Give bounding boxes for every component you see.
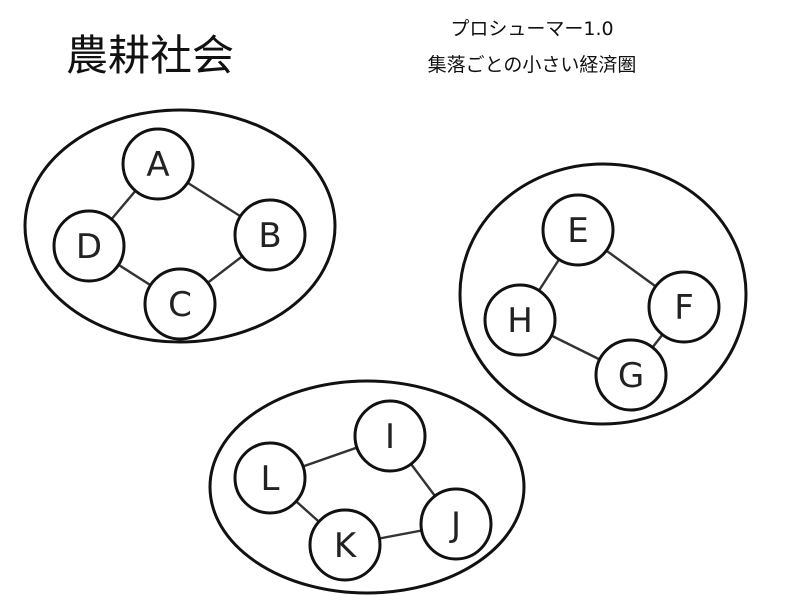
group-1: A B C D: [23, 108, 337, 344]
node-b: B: [233, 198, 307, 272]
node-b-circle: [233, 198, 307, 272]
node-l-label: L: [261, 459, 280, 499]
node-c: C: [143, 267, 217, 341]
node-g: G: [594, 338, 668, 412]
subtitle-line-1: プロシューマー1.0: [450, 18, 613, 40]
node-j-circle: [419, 487, 493, 561]
node-i-label: I: [385, 417, 395, 457]
node-j-label: J: [449, 505, 461, 545]
group-3-boundary: [208, 379, 526, 595]
subtitle-line-2: 集落ごとの小さい経済圏: [428, 54, 637, 76]
node-d-label: D: [76, 227, 102, 267]
node-j: J: [419, 487, 493, 561]
node-a: A: [121, 127, 195, 201]
group-2-boundary: [458, 162, 748, 426]
node-f-circle: [647, 270, 721, 344]
group-1-boundary: [23, 108, 337, 344]
node-f-label: F: [674, 288, 694, 328]
node-h: H: [483, 283, 557, 357]
node-k: K: [308, 508, 382, 582]
node-d: D: [52, 209, 126, 283]
node-g-circle: [594, 338, 668, 412]
node-i-circle: [353, 399, 427, 473]
node-e-label: E: [567, 211, 588, 251]
node-c-circle: [143, 267, 217, 341]
node-b-label: B: [258, 216, 281, 256]
node-d-circle: [52, 209, 126, 283]
node-a-circle: [121, 127, 195, 201]
node-k-label: K: [334, 526, 358, 566]
node-l: L: [233, 441, 307, 515]
node-h-label: H: [507, 301, 533, 341]
node-l-circle: [233, 441, 307, 515]
node-g-label: G: [618, 356, 644, 396]
node-i: I: [353, 399, 427, 473]
node-k-circle: [308, 508, 382, 582]
node-f: F: [647, 270, 721, 344]
group-2: E F G H: [458, 162, 748, 426]
node-a-label: A: [146, 145, 169, 185]
node-e-circle: [541, 193, 615, 267]
node-c-label: C: [168, 285, 192, 325]
group-3: I J K L: [208, 379, 526, 595]
node-e: E: [541, 193, 615, 267]
main-title: 農耕社会: [66, 31, 234, 80]
node-h-circle: [483, 283, 557, 357]
